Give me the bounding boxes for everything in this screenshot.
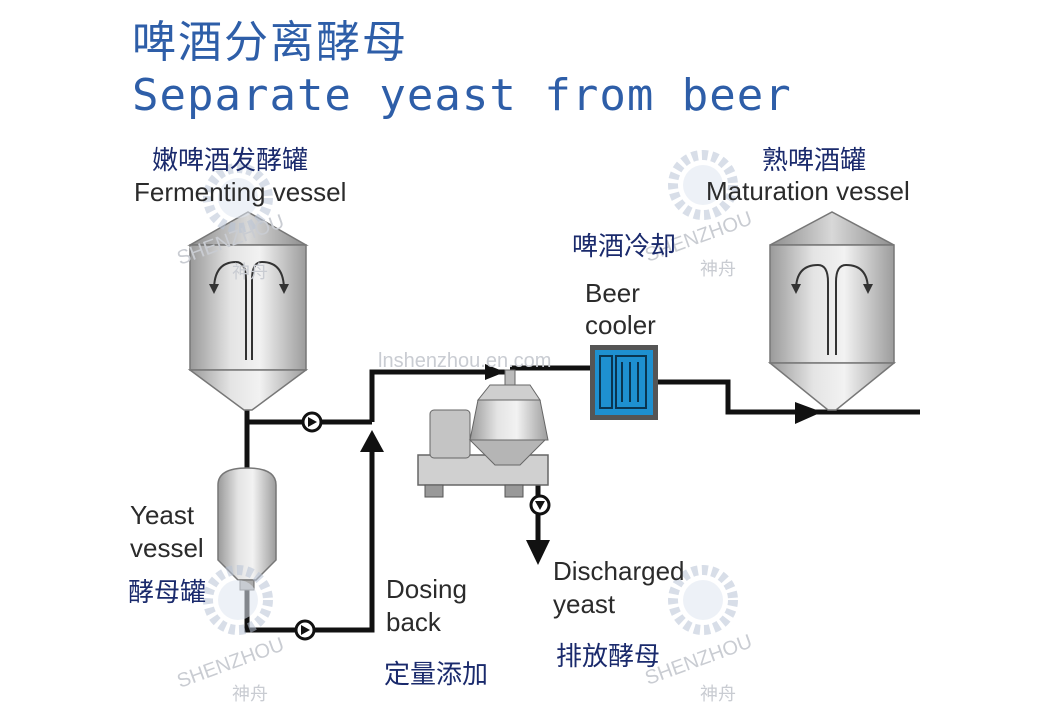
yeast-vessel-label-en-line1: Yeast (130, 500, 195, 530)
watermark-logo-bottom-right (668, 565, 738, 635)
discharged-yeast-label-en-line1: Discharged (553, 556, 685, 586)
watermark-brand-cn-bottom-left: 神舟 (232, 684, 268, 704)
watermark-logo-top-left (203, 163, 273, 233)
yeast-vessel-label-cn: 酵母罐 (128, 578, 207, 608)
dosing-back-label-cn: 定量添加 (384, 660, 489, 690)
arrow-to-separator (485, 364, 505, 380)
dosing-back-label-en-line2: back (386, 607, 441, 637)
beer-cooler-icon (590, 345, 658, 420)
watermark-brand-cn-bottom-right: 神舟 (700, 684, 736, 704)
maturation-vessel-label-cn: 熟啤酒罐 (762, 146, 867, 176)
pipe-cooler-to-maturation (655, 379, 920, 415)
pump-bottom-icon (294, 619, 316, 641)
pump-top-icon (301, 411, 323, 433)
beer-cooler-label-en-line1: Beer (585, 278, 640, 308)
watermark-logo-top-right (668, 150, 738, 220)
arrow-to-maturation (795, 402, 822, 424)
beer-cooler-label-cn: 啤酒冷却 (572, 232, 677, 262)
discharged-yeast-label-en-line2: yeast (553, 589, 616, 619)
fermenting-vessel-icon (187, 211, 309, 411)
watermark-url: lnshenzhou.en.com (378, 350, 551, 372)
dosing-back-label-en-line1: Dosing (386, 574, 467, 604)
maturation-vessel-icon (767, 211, 897, 411)
watermark-brand-cn-top-left: 神舟 (232, 262, 268, 282)
arrow-dosing-up (360, 430, 384, 452)
fermenting-vessel-label-en: Fermenting vessel (134, 177, 347, 207)
yeast-vessel-label-en-line2: vessel (130, 533, 204, 563)
watermark-brand-cn-top-right: 神舟 (700, 259, 736, 279)
watermark-brand-bottom-left: SHENZHOU (174, 634, 287, 693)
maturation-vessel-label-en: Maturation vessel (706, 176, 910, 206)
page-title-english: Separate yeast from beer (132, 70, 792, 121)
pipe-junction-to-separator (369, 369, 510, 422)
beer-cooler-label-en-line2: cooler (585, 310, 656, 340)
arrow-discharge-down (526, 540, 550, 565)
fermenting-vessel-label-cn: 嫩啤酒发酵罐 (152, 146, 309, 176)
page-title-chinese: 啤酒分离酵母 (132, 17, 408, 68)
separator-machine-icon (417, 369, 549, 498)
discharged-yeast-label-cn: 排放酵母 (556, 642, 661, 672)
pump-discharge-icon (529, 494, 551, 516)
watermark-logo-bottom-left (203, 565, 273, 635)
